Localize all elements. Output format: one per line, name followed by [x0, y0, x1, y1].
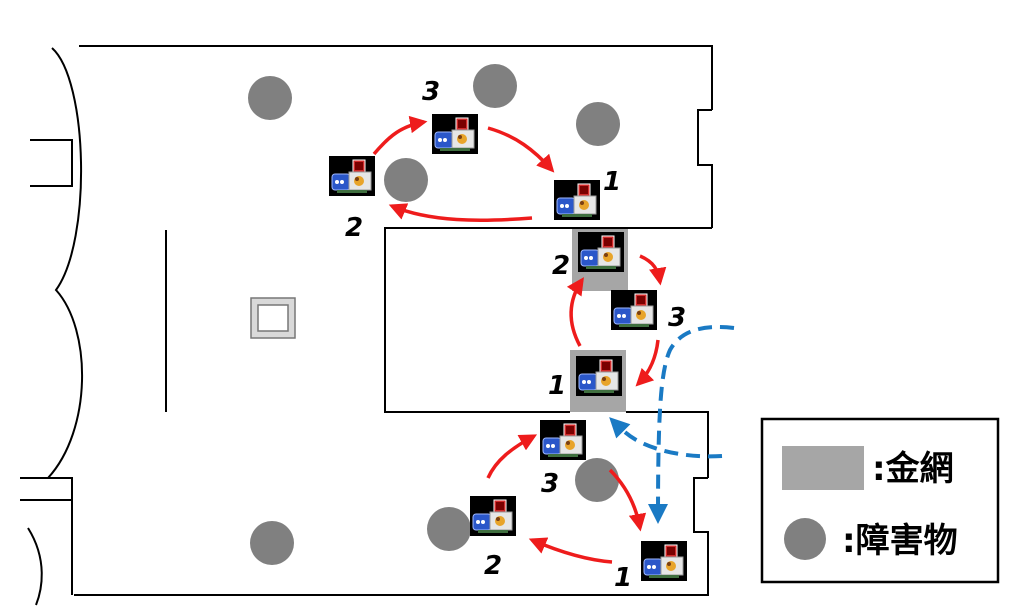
obstacle	[575, 458, 619, 502]
building-walls	[20, 45, 713, 606]
route-arrow	[528, 537, 613, 564]
route-arrow	[372, 115, 428, 156]
station-icon	[640, 540, 688, 582]
station-number: 3	[422, 77, 440, 107]
route-arrow	[608, 468, 647, 532]
blue-route-arrow	[609, 417, 723, 459]
obstacle	[427, 507, 471, 551]
station-number: 2	[345, 213, 363, 243]
obstacle	[248, 76, 292, 120]
station-numbers: 3 2 1 2 3 1 3 2 1	[345, 77, 686, 593]
station-number: 1	[603, 167, 621, 197]
station-number: 2	[552, 251, 570, 281]
obstacle	[576, 102, 620, 146]
blue-routes	[609, 325, 735, 524]
route-arrow	[566, 277, 584, 347]
legend-obstacle-label: :障害物	[842, 521, 958, 561]
station-number: 3	[541, 469, 559, 499]
red-routes	[372, 115, 667, 564]
station-icon	[431, 113, 479, 155]
station-number: 2	[484, 551, 502, 581]
route-arrow	[388, 203, 533, 222]
legend-mesh-label: :金網	[872, 449, 954, 489]
legend-obstacle-swatch	[784, 518, 826, 560]
route-arrow	[639, 254, 667, 286]
station-icon	[328, 155, 376, 197]
station-icon	[539, 419, 587, 461]
stations	[328, 113, 688, 582]
obstacle	[250, 521, 294, 565]
legend: :金網 :障害物	[760, 417, 1000, 584]
station-icon	[610, 289, 658, 331]
station-number: 1	[614, 563, 632, 593]
obstacle	[384, 158, 428, 202]
route-arrow	[486, 434, 538, 479]
obstacles	[248, 64, 620, 565]
station-icon	[553, 179, 601, 221]
station-icon	[469, 495, 517, 537]
station-icon	[575, 355, 623, 397]
route-arrow	[487, 126, 555, 173]
route-arrow	[635, 339, 660, 387]
pillar	[250, 297, 296, 339]
legend-mesh-swatch	[782, 446, 864, 490]
station-number: 3	[668, 303, 686, 333]
station-number: 1	[548, 371, 566, 401]
station-icon	[577, 231, 625, 273]
obstacle	[473, 64, 517, 108]
blue-route-arrow	[648, 325, 735, 524]
